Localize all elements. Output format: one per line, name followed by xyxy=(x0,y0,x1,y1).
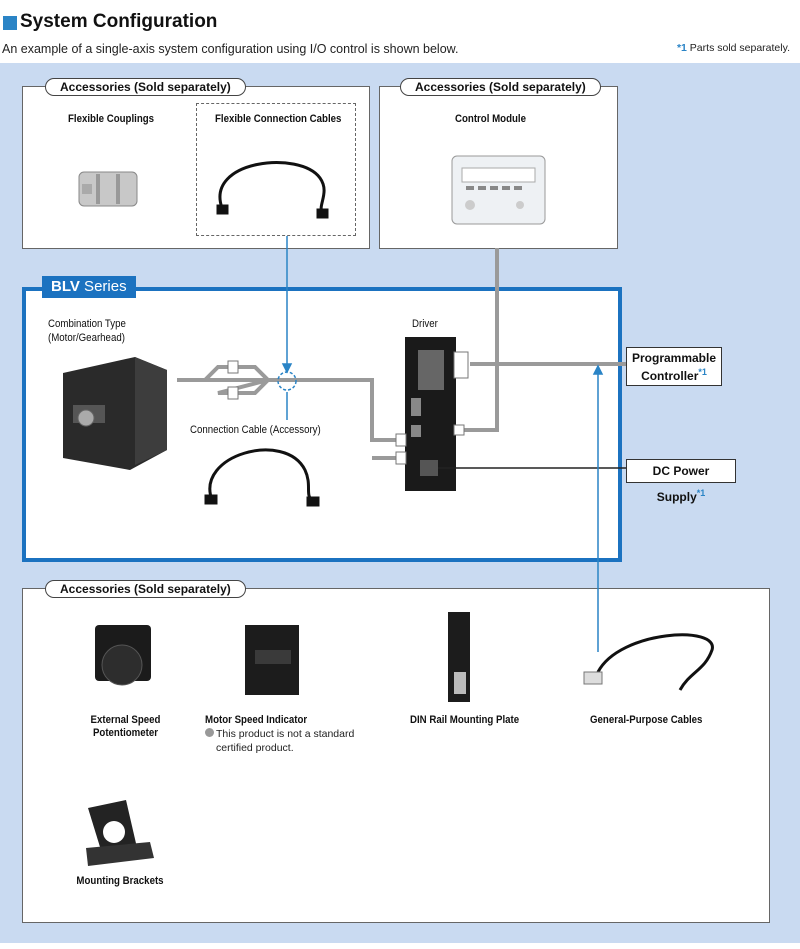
plc-mark: *1 xyxy=(698,367,707,377)
blue-arrows xyxy=(277,236,604,652)
dc-text: DC Power Supply xyxy=(652,464,710,504)
control-module-icon xyxy=(451,155,546,225)
mounting-bracket-icon xyxy=(86,800,154,866)
label-din-rail: DIN Rail Mounting Plate xyxy=(410,714,520,726)
label-control-module: Control Module xyxy=(455,113,526,125)
dc-power-supply-box: DC Power Supply*1 xyxy=(626,459,736,504)
label-flexible-couplings: Flexible Couplings xyxy=(68,113,155,125)
indicator-note-1: This product is not a standard xyxy=(216,728,355,740)
dc-mark: *1 xyxy=(696,488,706,498)
cable-connectors xyxy=(227,351,469,465)
label-connection-cable: Connection Cable (Accessory) xyxy=(190,424,321,436)
label-combination-type: Combination Type xyxy=(48,318,126,330)
accessories-pill-bottom: Accessories (Sold separately) xyxy=(45,580,246,598)
note-mark: *1 xyxy=(676,42,687,54)
label-flexible-connection-cables: Flexible Connection Cables xyxy=(215,113,342,125)
blv-tab-rest: Series xyxy=(79,278,127,295)
driver-icon xyxy=(405,337,456,491)
speed-indicator-icon xyxy=(245,625,299,695)
general-purpose-cable-icon xyxy=(583,633,714,691)
page-subtitle: An example of a single-axis system confi… xyxy=(2,42,459,56)
label-driver: Driver xyxy=(412,318,438,330)
motor-gearhead-icon xyxy=(63,357,167,470)
label-motor-speed-indicator: Motor Speed Indicator xyxy=(205,714,308,726)
flexible-cables-dashed-box xyxy=(196,103,356,236)
potentiometer-icon xyxy=(95,625,151,686)
connection-cable-icon xyxy=(204,448,320,507)
label-potentiometer: Potentiometer xyxy=(92,727,159,739)
bullet-icon xyxy=(205,728,214,737)
flexible-cable-icon xyxy=(216,161,329,219)
label-external-speed: External Speed xyxy=(90,714,161,726)
indicator-note-2: certified product. xyxy=(216,742,294,754)
blv-series-tab: BLV Series xyxy=(42,276,136,298)
blv-tab-bold: BLV xyxy=(51,278,80,295)
din-rail-icon xyxy=(448,612,470,702)
indicator-note: This product is not a standard xyxy=(205,728,354,740)
plc-line-2-text: Controller xyxy=(641,369,699,383)
cable-routes xyxy=(177,248,626,460)
title-square-icon xyxy=(3,16,17,30)
label-general-purpose-cables: General-Purpose Cables xyxy=(590,714,703,726)
note-text: Parts sold separately. xyxy=(686,42,790,54)
programmable-controller-box: Programmable Controller*1 xyxy=(626,347,722,386)
page-title: System Configuration xyxy=(20,11,218,32)
accessories-pill-top-left: Accessories (Sold separately) xyxy=(45,78,246,96)
plc-line-2: Controller*1 xyxy=(627,365,721,383)
parts-note: *1 Parts sold separately. xyxy=(677,42,790,54)
label-mounting-brackets: Mounting Brackets xyxy=(76,875,164,887)
label-motor-gearhead: (Motor/Gearhead) xyxy=(48,332,125,344)
accessories-pill-top-right: Accessories (Sold separately) xyxy=(400,78,601,96)
flexible-coupling-icon xyxy=(78,171,138,207)
plc-line-1: Programmable xyxy=(631,351,717,365)
